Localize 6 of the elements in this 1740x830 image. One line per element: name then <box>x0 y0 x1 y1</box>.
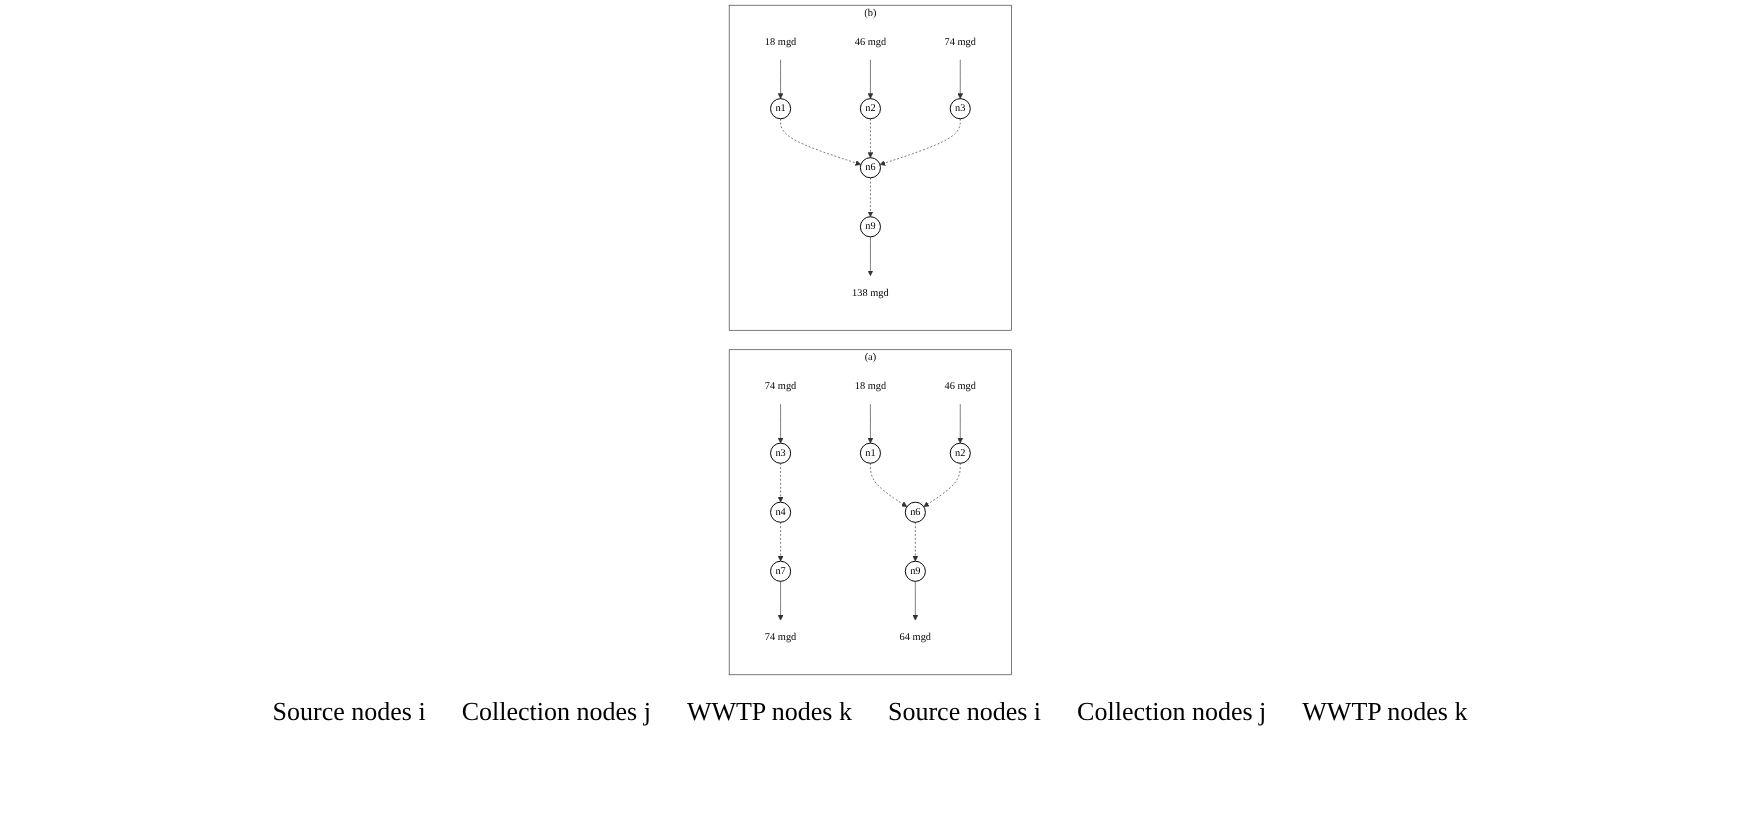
row-label: Collection nodes j <box>459 694 653 730</box>
row-label: Collection nodes j <box>1075 694 1269 730</box>
row-label: Source nodes i <box>886 694 1044 730</box>
row-label: Source nodes i <box>270 694 428 730</box>
row-label: WWTP nodes k <box>1300 694 1470 730</box>
row-label: WWTP nodes k <box>684 694 854 730</box>
